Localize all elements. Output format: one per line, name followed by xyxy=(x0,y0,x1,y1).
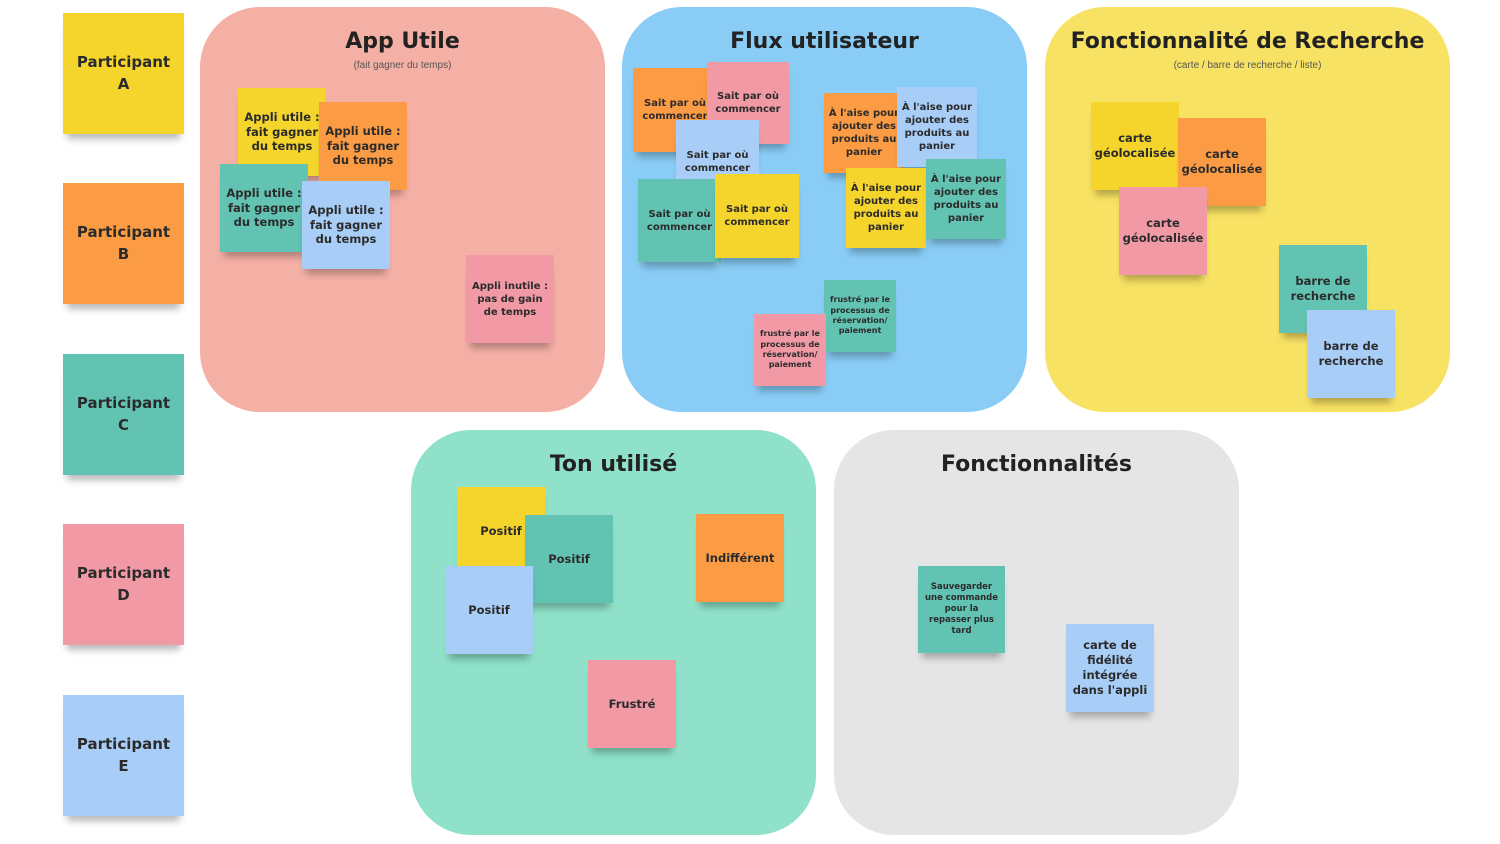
sticky-note[interactable]: Indifférent xyxy=(696,514,784,602)
sticky-note[interactable]: À l'aise pour ajouter des produits au pa… xyxy=(897,87,977,167)
sticky-note[interactable]: Sait par où commencer xyxy=(638,179,721,262)
legend-participant-c[interactable]: Participant C xyxy=(63,354,184,475)
cluster-title: Flux utilisateur xyxy=(730,29,919,54)
legend-participant-a[interactable]: Participant A xyxy=(63,13,184,134)
cluster-title: App Utile xyxy=(345,29,460,54)
cluster-subtitle: (fait gagner du temps) xyxy=(353,60,452,71)
legend-participant-b[interactable]: Participant B xyxy=(63,183,184,304)
sticky-note[interactable]: Frustré xyxy=(588,660,676,748)
sticky-note[interactable]: Appli utile : fait gagner du temps xyxy=(238,88,326,176)
sticky-note[interactable]: Appli inutile : pas de gain de temps xyxy=(466,255,554,343)
cluster-title: Fonctionnalités xyxy=(941,452,1132,477)
sticky-note[interactable]: À l'aise pour ajouter des produits au pa… xyxy=(926,159,1006,239)
cluster-fonctionnalites[interactable]: Fonctionnalités xyxy=(834,430,1239,835)
sticky-note[interactable]: À l'aise pour ajouter des produits au pa… xyxy=(824,93,904,173)
sticky-note[interactable]: Sait par où commencer xyxy=(715,174,799,258)
sticky-note[interactable]: Sauvegarder une commande pour la repasse… xyxy=(918,566,1005,653)
sticky-note[interactable]: Appli utile : fait gagner du temps xyxy=(302,181,390,269)
sticky-note[interactable]: frustré par le processus de réservation/… xyxy=(824,280,896,352)
sticky-note[interactable]: barre de recherche xyxy=(1307,310,1395,398)
legend-participant-e[interactable]: Participant E xyxy=(63,695,184,816)
cluster-title: Ton utilisé xyxy=(549,452,678,477)
sticky-note[interactable]: Appli utile : fait gagner du temps xyxy=(220,164,308,252)
sticky-note[interactable]: carte géolocalisée xyxy=(1119,187,1207,275)
cluster-subtitle: (carte / barre de recherche / liste) xyxy=(1173,60,1322,71)
sticky-note[interactable]: Positif xyxy=(525,515,613,603)
sticky-note[interactable]: carte géolocalisée xyxy=(1091,102,1179,190)
sticky-note[interactable]: carte de fidélité intégrée dans l'appli xyxy=(1066,624,1154,712)
cluster-title: Fonctionnalité de Recherche xyxy=(1070,29,1425,54)
sticky-note[interactable]: Positif xyxy=(445,566,533,654)
sticky-note[interactable]: Appli utile : fait gagner du temps xyxy=(319,102,407,190)
legend-participant-d[interactable]: Participant D xyxy=(63,524,184,645)
sticky-note[interactable]: À l'aise pour ajouter des produits au pa… xyxy=(846,168,926,248)
sticky-note[interactable]: frustré par le processus de réservation/… xyxy=(754,314,826,386)
